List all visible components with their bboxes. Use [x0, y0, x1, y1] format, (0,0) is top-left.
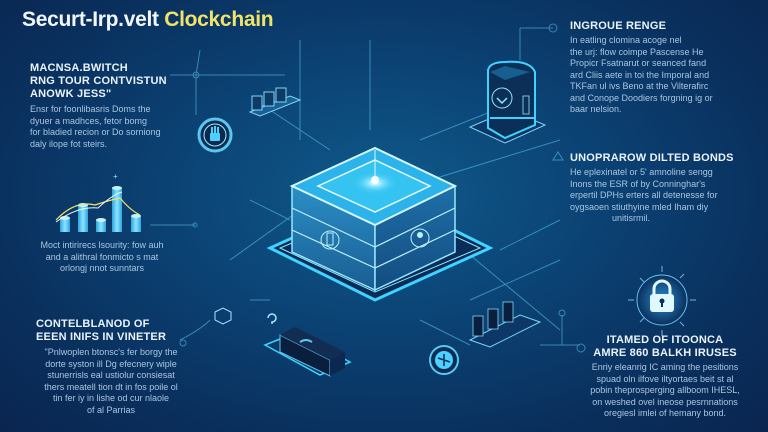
panel-mid-left: Moct intirirecs lsourity: fow auh and a …	[22, 240, 182, 275]
panel-body: dyuer a madhces, fetor bomg	[30, 115, 148, 126]
panel-heading: Anowk jess"	[30, 88, 112, 100]
panel-body: baar nelsion.	[570, 104, 622, 114]
panel-heading: Eeen inifs in Vineter	[36, 331, 167, 343]
panel-heading: Itamed of Itoonca	[606, 334, 724, 346]
panel-body: and a alithral fonmicto s mat	[45, 251, 159, 262]
panel-heading: Contelblanod of	[36, 318, 150, 330]
panel-body: stunerrisls eal ustiolur consiesat	[47, 370, 175, 380]
panel-body: Enriy eleanrig IC aming the pesitions	[591, 362, 739, 372]
panel-body: Propicr Fsatnarut or seanced fand	[570, 58, 707, 68]
panel-body: the urj: flow coimpe Pascense He	[570, 46, 704, 57]
panel-heading: Ingroue Renge	[570, 20, 667, 32]
panel-body: spuad oln ilfove iltyortaes beit st al	[596, 373, 734, 384]
panel-body: dorte syston ill Dg efecnery wiple	[45, 358, 177, 369]
panel-bottom-left: Contelblanod of Eeen inifs in Vineter "P…	[36, 318, 186, 416]
panel-heading: Rng tour Contvistun	[30, 75, 167, 87]
panel-body: Inons the ESR of by Conninghar's	[570, 178, 706, 189]
panel-body: unitisrmil.	[612, 213, 651, 223]
svg-text:+: +	[113, 172, 118, 181]
panel-body: Moct intirirecs lsourity: fow auh	[40, 240, 164, 250]
panel-body: and Conope Doodiers forgning ig or	[570, 92, 713, 103]
title-accent: Clockchain	[164, 8, 274, 31]
panel-body: tin fer iy in lishe od cur nlaole	[52, 393, 170, 403]
panel-body: orlongj nnot sunntars	[59, 263, 145, 273]
panel-top-right: Ingroue Renge In eatling clomina acoge n…	[570, 20, 760, 116]
panel-mid-right: Unoprarow Dilted Bonds He eplexinatel or…	[570, 152, 760, 225]
panel-body: on weshed ovel ineose pesrnnations	[592, 396, 738, 407]
panel-body: In eatling clomina acoge nel	[570, 35, 682, 45]
panel-body: daly ilope fot steirs.	[30, 138, 108, 149]
panel-body: TKFan ul ivs Beno at the Vilterafirc	[570, 81, 709, 91]
panel-body: oregiesl imlei of hemany bond.	[603, 408, 727, 418]
panel-body: ard Cliis aete in toi the Imporal and	[570, 69, 710, 80]
panel-heading: Amre 860 Balkh Iruses	[593, 347, 737, 359]
panel-body: oygsaoen stiuthyine mled Iham diy	[570, 201, 709, 212]
panel-heading: Macnsa.Bwitch	[30, 62, 128, 74]
page-title: Securt-Irp.velt Clockchain	[22, 8, 274, 32]
panel-body: He eplexinatel or 5' amnoline sengg	[570, 167, 713, 177]
panel-body: for bladied recion or Do sorniong	[30, 127, 161, 137]
panel-body: of al Parrias	[86, 404, 136, 415]
title-prefix: Securt-Irp.velt	[22, 8, 165, 31]
panel-body: pobin theprosperging allboom IHESL,	[590, 385, 740, 395]
panel-body: erpertil DPHs erters all detenesse for	[570, 190, 718, 200]
panel-heading: Unoprarow Dilted Bonds	[570, 152, 734, 164]
panel-bottom-right: Itamed of Itoonca Amre 860 Balkh Iruses …	[575, 334, 755, 420]
panel-body: "Pnlwoplen btonsc's fer borgy the	[44, 347, 178, 357]
panel-body: Ensr for foonlibasris Doms the	[30, 104, 151, 114]
panel-body: thers meatell tion dt in fos poile ol	[44, 381, 178, 392]
panel-top-left: Macnsa.Bwitch Rng tour Contvistun Anowk …	[30, 62, 180, 150]
